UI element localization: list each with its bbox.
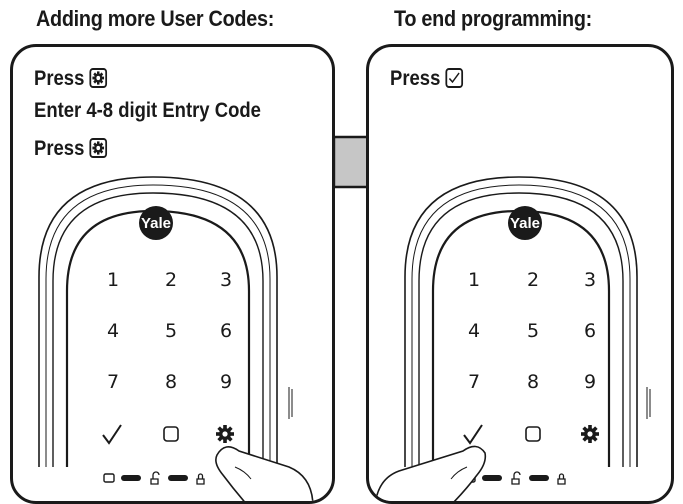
key-3[interactable]: 3: [220, 269, 232, 291]
key-4[interactable]: 4: [107, 320, 119, 342]
key-5[interactable]: 5: [165, 320, 177, 342]
right-heading: To end programming:: [394, 6, 592, 31]
checkmark-icon: [445, 68, 464, 88]
keypad-left: 1 2 3 4 5 6 7 8 9: [102, 269, 237, 485]
key-2[interactable]: 2: [527, 269, 539, 291]
zero-key-icon[interactable]: [163, 426, 179, 442]
yale-logo: [139, 206, 173, 240]
status-led: [121, 475, 141, 481]
status-led: [482, 475, 502, 481]
key-1[interactable]: 1: [468, 269, 480, 291]
finger-icon: [215, 446, 314, 501]
step-1: Press: [34, 67, 108, 91]
status-bar-left: [103, 471, 205, 485]
step-end: Press: [390, 67, 464, 91]
brand-label: Yale: [510, 215, 540, 232]
panel-adding-codes: Press Enter 4-8 di: [10, 44, 335, 504]
checkmark-key-icon[interactable]: [463, 424, 483, 445]
key-6[interactable]: 6: [584, 320, 596, 342]
brand-label: Yale: [141, 215, 171, 232]
unlock-icon: [511, 471, 521, 485]
lock-icon: [196, 473, 205, 485]
battery-icon: [103, 473, 115, 483]
key-6[interactable]: 6: [220, 320, 232, 342]
gear-icon: [89, 68, 108, 88]
key-3[interactable]: 3: [584, 269, 596, 291]
key-4[interactable]: 4: [468, 320, 480, 342]
status-led: [529, 475, 549, 481]
key-7[interactable]: 7: [107, 371, 119, 393]
keypad-right: 1 2 3 4 5 6 7 8 9: [463, 269, 602, 485]
lock-illustration-left: Yale 1 2 3 4 5 6 7 8 9: [38, 176, 314, 501]
lock-icon: [557, 473, 566, 485]
panel-end-programming: Press Yale 1 2 3 4 5 6 7 8 9: [366, 44, 674, 504]
step-3: Press: [34, 137, 108, 161]
key-9[interactable]: 9: [220, 371, 232, 393]
left-heading: Adding more User Codes:: [36, 6, 275, 31]
key-9[interactable]: 9: [584, 371, 596, 393]
checkmark-key-icon[interactable]: [102, 424, 122, 445]
zero-key-icon[interactable]: [525, 426, 541, 442]
step-3-text: Press: [34, 137, 85, 160]
gear-key-icon[interactable]: [577, 421, 602, 446]
key-5[interactable]: 5: [527, 320, 539, 342]
key-8[interactable]: 8: [165, 371, 177, 393]
gear-key-icon[interactable]: [212, 421, 237, 446]
yale-logo: [508, 206, 542, 240]
lock-illustration-right: Yale 1 2 3 4 5 6 7 8 9: [374, 176, 651, 501]
key-1[interactable]: 1: [107, 269, 119, 291]
key-2[interactable]: 2: [165, 269, 177, 291]
status-bar-right: [464, 471, 566, 485]
status-led: [168, 475, 188, 481]
step-end-text: Press: [390, 67, 441, 90]
finger-nail: [450, 466, 468, 480]
key-8[interactable]: 8: [527, 371, 539, 393]
step-1-text: Press: [34, 67, 85, 90]
finger-nail: [234, 466, 252, 480]
key-7[interactable]: 7: [468, 371, 480, 393]
finger-icon: [374, 445, 487, 501]
step-2: Enter 4-8 digit Entry Code: [34, 99, 261, 122]
unlock-icon: [150, 471, 160, 485]
gear-icon: [89, 138, 108, 158]
